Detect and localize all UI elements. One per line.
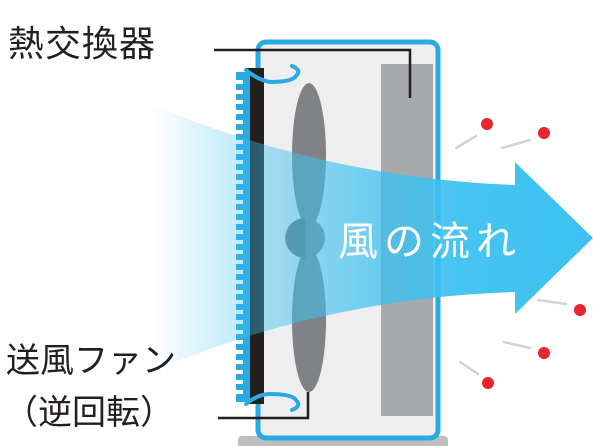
- grille-tooth: [236, 80, 243, 84]
- grille-tooth: [236, 350, 243, 354]
- grille-tooth: [236, 380, 243, 384]
- particle-trail: [502, 340, 532, 350]
- grille-tooth: [236, 110, 243, 114]
- grille-tooth: [236, 120, 243, 124]
- grille-tooth: [236, 130, 243, 134]
- grille-tooth: [236, 390, 243, 394]
- grille-tooth: [236, 90, 243, 94]
- bottom-hook: [244, 391, 301, 412]
- airflow-arrow: [150, 104, 593, 372]
- particle-trail: [500, 138, 532, 150]
- particle: [482, 377, 494, 389]
- fan-label-note: （逆回転）: [4, 393, 174, 433]
- airflow-label: 風の流れ: [338, 219, 522, 265]
- particle: [538, 127, 550, 139]
- grille-tooth: [236, 100, 243, 104]
- top-hook: [244, 64, 301, 85]
- leader-lines: [214, 48, 412, 420]
- fan-label: 送風ファン: [6, 341, 176, 381]
- particle: [574, 304, 586, 316]
- heat-exchanger-label: 熱交換器: [8, 24, 157, 65]
- particle: [481, 118, 493, 130]
- grille-tooth: [236, 340, 243, 344]
- particle-trail: [454, 134, 478, 150]
- grille-tooth: [236, 360, 243, 364]
- particle: [538, 347, 550, 359]
- particles: [454, 118, 586, 389]
- grille-tooth: [236, 370, 243, 374]
- particle-trail: [458, 360, 480, 376]
- particle-trail: [536, 298, 568, 306]
